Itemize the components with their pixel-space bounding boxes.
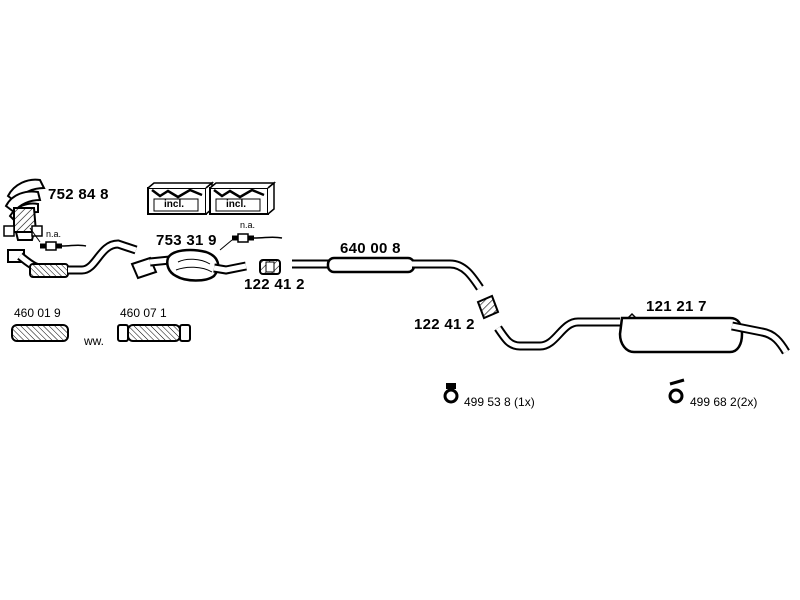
ww-note: ww.	[84, 334, 105, 348]
front-pipe	[7, 239, 138, 278]
incl-label-2: incl.	[226, 199, 247, 210]
lambda-sensor-1	[29, 227, 87, 251]
incl-label-1: incl.	[164, 199, 185, 210]
part-label-mount-a: 499 53 8 (1x)	[464, 395, 535, 409]
clamp-front	[259, 259, 281, 275]
part-label-catalytic-converter: 753 31 9	[156, 232, 217, 249]
rear-silencer	[494, 312, 790, 355]
exhaust-manifold-catalyst	[3, 178, 46, 241]
rubber-mount-a	[443, 383, 459, 404]
part-label-flex-pipe-a: 460 01 9	[14, 306, 61, 320]
not-available-note-2: n.a.	[240, 220, 256, 230]
flex-pipe-b	[117, 324, 191, 342]
not-available-note-1: n.a.	[46, 229, 62, 239]
flex-pipe-a	[11, 324, 69, 342]
mounting-kit-box-2	[209, 181, 277, 215]
rubber-mount-b	[668, 378, 685, 404]
catalytic-converter	[130, 248, 247, 282]
part-label-mount-b: 499 68 2(2x)	[690, 395, 758, 409]
part-label-clamp-middle: 122 41 2	[414, 316, 475, 333]
part-label-clamp-front: 122 41 2	[244, 276, 305, 293]
middle-silencer	[292, 256, 484, 291]
clamp-middle	[476, 294, 500, 320]
lambda-sensor-2	[219, 233, 283, 251]
part-label-rear-silencer: 121 21 7	[646, 298, 707, 315]
part-label-flex-pipe-b: 460 07 1	[120, 306, 167, 320]
part-label-middle-silencer: 640 00 8	[340, 240, 401, 257]
part-label-manifold-catalyst: 752 84 8	[48, 186, 109, 203]
